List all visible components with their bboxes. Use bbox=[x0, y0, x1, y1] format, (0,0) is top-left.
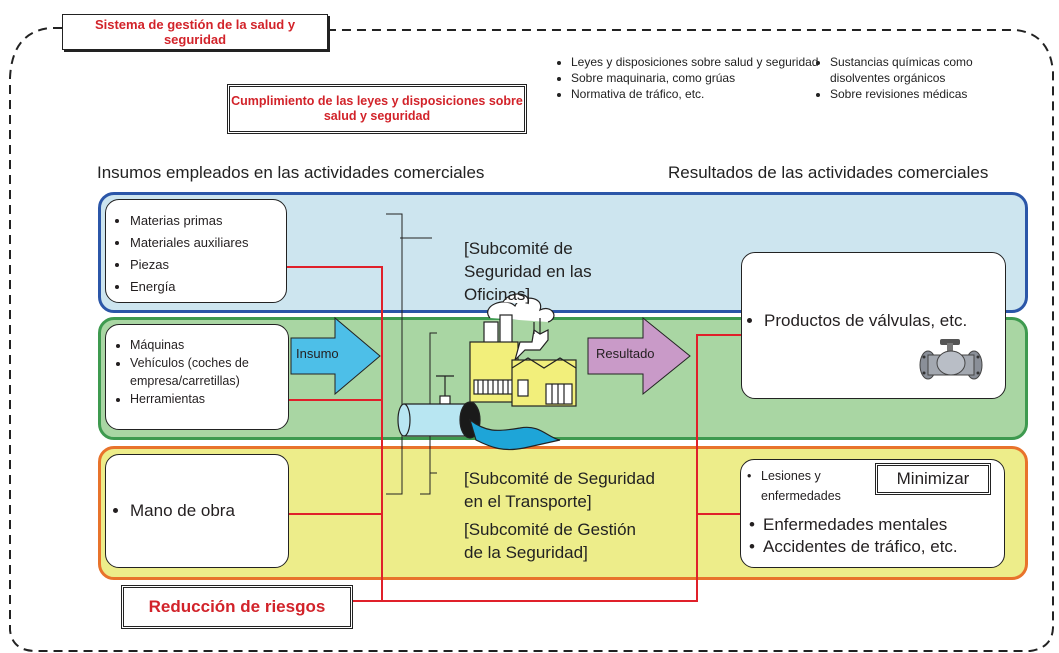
list-item: Piezas bbox=[130, 254, 286, 276]
laws-list-left: Leyes y disposiciones sobre salud y segu… bbox=[555, 54, 821, 102]
law-item: Normativa de tráfico, etc. bbox=[571, 86, 821, 102]
list-item: Enfermedades mentales bbox=[749, 514, 958, 536]
effects-small-list: Lesiones y enfermedades bbox=[747, 466, 867, 506]
pipe-icon bbox=[397, 375, 561, 451]
outer-dashed-frame bbox=[9, 27, 1054, 652]
products-card: Productos de válvulas, etc. bbox=[741, 252, 1006, 399]
effects-large-list: Enfermedades mentales Accidentes de tráf… bbox=[749, 514, 958, 558]
list-item: Lesiones y enfermedades bbox=[747, 466, 867, 506]
compliance-box: Cumplimiento de las leyes y disposicione… bbox=[227, 84, 527, 134]
law-item: Leyes y disposiciones sobre salud y segu… bbox=[571, 54, 821, 70]
law-item: Sobre maquinaria, como grúas bbox=[571, 70, 821, 86]
subcommittee-transport: [Subcomité de Seguridad en el Transporte… bbox=[464, 469, 655, 511]
valve-icon bbox=[919, 339, 983, 380]
list-item: Materiales auxiliares bbox=[130, 232, 286, 254]
law-item: Sobre revisiones médicas bbox=[830, 86, 1030, 102]
minimize-label: Minimizar bbox=[875, 463, 991, 495]
list-item: Energía bbox=[130, 276, 286, 298]
inputs-heading: Insumos empleados en las actividades com… bbox=[97, 163, 485, 182]
list-item: Productos de válvulas, etc. bbox=[764, 311, 1005, 331]
equipment-card: Máquinas Vehículos (coches de empresa/ca… bbox=[105, 324, 289, 430]
bracket-icon bbox=[386, 213, 403, 495]
list-item: Vehículos (coches de empresa/carretillas… bbox=[130, 354, 288, 390]
laws-list-right: Sustancias químicas como disolventes org… bbox=[814, 54, 1030, 102]
labor-card: Mano de obra bbox=[105, 454, 289, 568]
list-item: Máquinas bbox=[130, 336, 288, 354]
result-arrow-icon bbox=[587, 316, 691, 396]
results-heading: Resultados de las actividades comerciale… bbox=[668, 163, 989, 182]
law-item: Sustancias químicas como disolventes org… bbox=[830, 54, 1030, 86]
list-item: Materias primas bbox=[130, 210, 286, 232]
list-item: Herramientas bbox=[130, 390, 288, 408]
input-arrow-icon bbox=[290, 316, 381, 396]
frame-title: Sistema de gestión de la salud y segurid… bbox=[62, 14, 328, 50]
risk-reduction-box: Reducción de riesgos bbox=[121, 585, 353, 629]
risk-lines bbox=[285, 266, 741, 602]
list-item: Mano de obra bbox=[130, 501, 235, 521]
subcommittee-offices: [Subcomité de Seguridad en las Oficinas] bbox=[464, 239, 592, 304]
result-arrow-label: Resultado bbox=[596, 346, 655, 361]
subcommittee-management: [Subcomité de Gestión de la Seguridad] bbox=[464, 520, 636, 562]
factory-icon bbox=[469, 293, 577, 407]
list-item: Accidentes de tráfico, etc. bbox=[749, 536, 958, 558]
input-arrow-label: Insumo bbox=[296, 346, 339, 361]
materials-card: Materias primas Materiales auxiliares Pi… bbox=[105, 199, 287, 303]
